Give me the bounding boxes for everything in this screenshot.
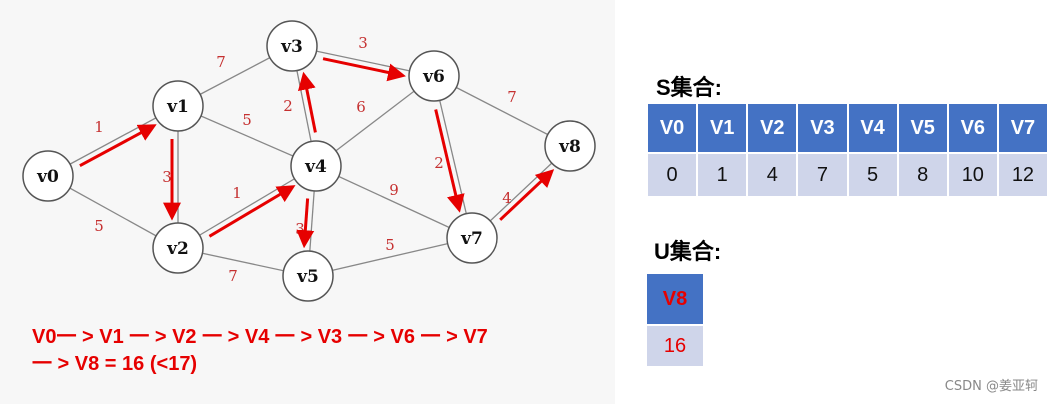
edge-weight-v4-v5: 3 <box>295 220 305 238</box>
edge-v4-v7 <box>315 165 473 239</box>
node-v2: v2 <box>152 222 204 274</box>
edge-weight-v5-v7: 5 <box>385 236 395 254</box>
edge-v6-v7 <box>433 75 473 239</box>
u-set-title: U集合: <box>654 239 722 264</box>
node-label-v5: v5 <box>296 267 319 287</box>
edge-weight-v7-v8: 4 <box>502 189 512 207</box>
node-label-v3: v3 <box>280 37 303 57</box>
u-set-value-cell: 16 <box>645 324 705 368</box>
s-set-header-v1: V1 <box>696 102 749 154</box>
s-set-header-v6: V6 <box>946 102 999 154</box>
graph-diagram: 1 5 3 7 5 1 7 2 3 3 6 9 5 2 7 4 v0 v1 v2 v3 v4 v5 v6 v7 v8 <box>22 20 596 302</box>
node-label-v0: v0 <box>36 167 59 187</box>
node-circle-v6 <box>408 50 460 102</box>
node-label-v8: v8 <box>558 137 581 157</box>
edge-weight-v3-v4: 2 <box>283 97 293 115</box>
path-arrow-v4-v3 <box>297 71 317 133</box>
path-arrow-v4-v5 <box>296 198 315 249</box>
s-set-value-v6: 10 <box>946 152 999 198</box>
node-label-v4: v4 <box>304 157 327 177</box>
node-v6: v6 <box>408 50 460 102</box>
s-set-header-v3: V3 <box>796 102 849 154</box>
s-set-header-v5: V5 <box>896 102 949 154</box>
node-circle-v0 <box>22 150 74 202</box>
node-circle-v8 <box>544 120 596 172</box>
path-arrow-v7-v8 <box>499 169 555 221</box>
node-v0: v0 <box>22 150 74 202</box>
s-set-header-v0: V0 <box>645 102 699 154</box>
path-arrow-v3-v6 <box>322 57 406 82</box>
graph-panel: 1 5 3 7 5 1 7 2 3 3 6 9 5 2 7 4 v0 v1 v2 v3 v4 v5 v6 v7 v8 <box>22 20 596 302</box>
node-v1: v1 <box>152 80 204 132</box>
edge-weight-v4-v7: 9 <box>389 181 399 199</box>
s-set-value-v4: 5 <box>846 152 899 198</box>
node-label-v2: v2 <box>166 239 189 259</box>
node-label-v7: v7 <box>460 229 483 249</box>
node-circle-v2 <box>152 222 204 274</box>
path-arrow-v6-v7 <box>434 109 465 213</box>
watermark: CSDN @姜亚轲 <box>944 379 1038 394</box>
u-set-table: V8 16 <box>645 272 705 368</box>
edge-weight-v2-v5: 7 <box>228 267 238 285</box>
node-label-v1: v1 <box>166 97 189 117</box>
node-v8: v8 <box>544 120 596 172</box>
s-set-header-v2: V2 <box>746 102 799 154</box>
node-circle-v5 <box>282 250 334 302</box>
edge-weight-v1-v2: 3 <box>162 168 172 186</box>
node-circle-v3 <box>266 20 318 72</box>
edge-weight-v3-v6: 3 <box>358 34 368 52</box>
node-v4: v4 <box>290 140 342 192</box>
s-set-value-v2: 4 <box>746 152 799 198</box>
path-arrow-v0-v1 <box>79 124 157 167</box>
s-set-value-v5: 8 <box>896 152 949 198</box>
edge-v5-v7 <box>307 237 473 277</box>
shortest-path-text: V0一 > V1 一 > V2 一 > V4 一 > V3 一 > V6 一 >… <box>32 326 488 375</box>
edge-v2-v4 <box>177 165 317 249</box>
path-arrow-v2-v4 <box>208 185 296 238</box>
s-set-value-v7: 12 <box>996 152 1050 198</box>
edge-weight-v4-v6: 6 <box>356 98 366 116</box>
edge-weight-v0-v1: 1 <box>94 118 104 136</box>
u-set-header-cell: V8 <box>645 272 705 326</box>
s-set-value-v0: 0 <box>645 152 699 198</box>
edge-weight-v0-v2: 5 <box>94 217 104 235</box>
s-set-value-v1: 1 <box>696 152 749 198</box>
edge-weight-v6-v7: 2 <box>434 154 444 172</box>
node-circle-v4 <box>290 140 342 192</box>
node-v7: v7 <box>446 212 498 264</box>
node-circle-v1 <box>152 80 204 132</box>
edge-weight-v1-v4: 5 <box>242 111 252 129</box>
s-set-header-v4: V4 <box>846 102 899 154</box>
node-circle-v7 <box>446 212 498 264</box>
edge-weight-v2-v4: 1 <box>232 184 242 202</box>
edge-weight-v6-v8: 7 <box>507 88 517 106</box>
edge-weight-v1-v3: 7 <box>216 53 226 71</box>
s-set-header-v7: V7 <box>996 102 1050 154</box>
s-set-value-v3: 7 <box>796 152 849 198</box>
node-v3: v3 <box>266 20 318 72</box>
node-v5: v5 <box>282 250 334 302</box>
s-set-title: S集合: <box>656 75 723 100</box>
node-label-v6: v6 <box>422 67 445 87</box>
